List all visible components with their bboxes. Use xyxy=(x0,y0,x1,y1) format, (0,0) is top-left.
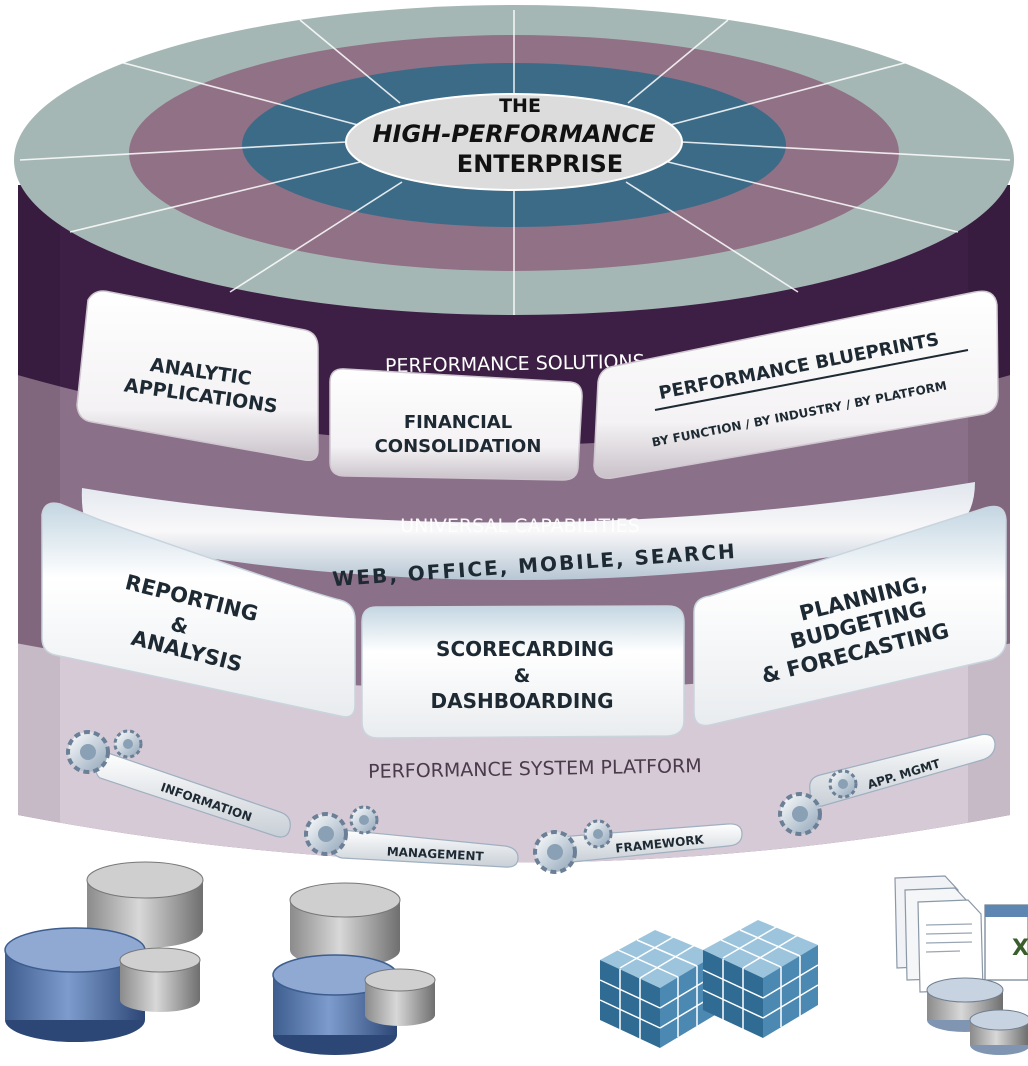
disc-spokes xyxy=(19,10,1011,315)
cube-right xyxy=(702,920,819,1038)
financial-consolidation-line2: CONSOLIDATION xyxy=(375,436,542,457)
gear-icon xyxy=(778,769,858,836)
universal-capabilities-layer: UNIVERSAL CAPABILITIES WEB, OFFICE, MOBI… xyxy=(41,482,1007,739)
scorecarding-dashboarding-panel: SCORECARDING & DASHBOARDING xyxy=(361,605,685,739)
channels-banner xyxy=(81,482,976,580)
small-database xyxy=(926,977,1028,1055)
framework-pill: FRAMEWORK xyxy=(533,819,743,874)
documents-database-icon: X xyxy=(894,875,1028,1055)
financial-consolidation-panel: FINANCIAL CONSOLIDATION xyxy=(329,368,583,481)
scorecarding-line3: DASHBOARDING xyxy=(430,689,613,713)
financial-consolidation-line1: FINANCIAL xyxy=(404,412,512,433)
information-pill: INFORMATION xyxy=(66,729,291,838)
blueprints-divider xyxy=(654,349,969,411)
gear-icon xyxy=(533,819,613,874)
top-disc: THE HIGH-PERFORMANCE ENTERPRISE xyxy=(14,5,1014,315)
universal-capabilities-label: UNIVERSAL CAPABILITIES xyxy=(400,515,640,537)
title-line-enterprise: ENTERPRISE xyxy=(457,150,623,178)
analytic-applications-panel: ANALYTIC APPLICATIONS xyxy=(76,290,319,462)
olap-cube-icon xyxy=(599,920,819,1048)
scorecarding-line2: & xyxy=(514,665,531,687)
database-icon xyxy=(272,882,436,1055)
performance-solutions-layer: PERFORMANCE SOLUTIONS ANALYTIC APPLICATI… xyxy=(76,290,999,481)
management-label: MANAGEMENT xyxy=(386,844,484,863)
gear-icon xyxy=(304,805,379,856)
title-line-the: THE xyxy=(499,95,541,117)
gear-icon xyxy=(66,729,143,774)
svg-text:X: X xyxy=(1012,936,1028,961)
spreadsheet-window: X xyxy=(984,904,1028,981)
title-line-high-performance: HIGH-PERFORMANCE xyxy=(372,120,656,148)
management-pill: MANAGEMENT xyxy=(304,805,519,868)
reporting-line2: & xyxy=(168,611,191,639)
planning-budgeting-forecasting-panel: PLANNING, BUDGETING & FORECASTING xyxy=(693,505,1007,727)
scorecarding-line1: SCORECARDING xyxy=(436,637,614,661)
cube-left xyxy=(599,930,716,1048)
reporting-analysis-panel: REPORTING & ANALYSIS xyxy=(41,502,356,718)
document-stack xyxy=(894,875,984,993)
database-icon xyxy=(4,861,204,1042)
